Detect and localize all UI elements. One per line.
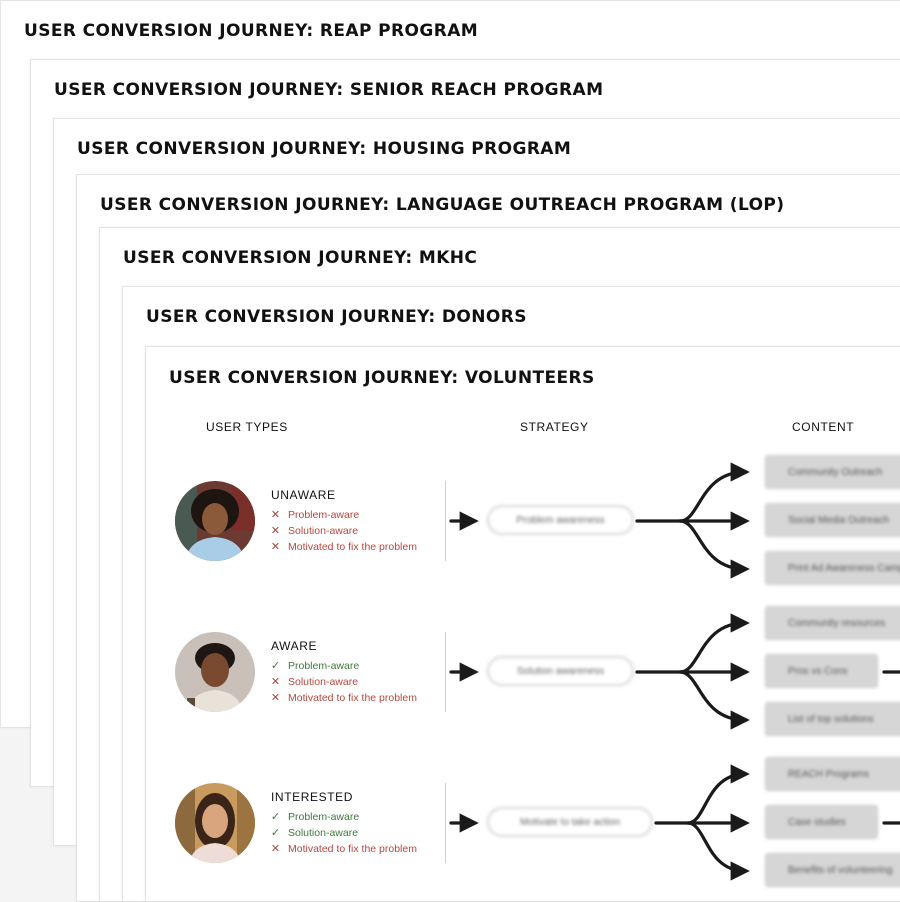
card-title: USER CONVERSION JOURNEY: VOLUNTEERS: [169, 368, 595, 388]
branch-arrow: [678, 462, 750, 523]
avatar-aware: [175, 632, 255, 712]
content-box: List of top solutions: [765, 702, 900, 736]
criterion-item: ✓Problem-aware: [270, 659, 360, 672]
x-icon: ✕: [270, 675, 281, 688]
x-icon: ✕: [270, 524, 281, 537]
branch-arrow: [686, 764, 750, 825]
branch-arrow: [678, 519, 750, 579]
card-title: USER CONVERSION JOURNEY: LANGUAGE OUTREA…: [100, 195, 785, 215]
card-title: USER CONVERSION JOURNEY: MKHC: [123, 248, 478, 268]
check-icon: ✓: [270, 810, 281, 823]
content-box: Print Ad Awareness Campaign: [765, 551, 900, 585]
column-header-strategy: STRATEGY: [520, 420, 589, 434]
branch-arrow: [686, 821, 750, 881]
branch-arrow: [678, 670, 750, 730]
check-icon: ✓: [270, 826, 281, 839]
criterion-item: ✕Motivated to fix the problem: [270, 842, 417, 855]
branch-arrow: [678, 613, 750, 674]
criterion-item: ✕Solution-aware: [270, 675, 359, 688]
x-icon: ✕: [270, 540, 281, 553]
column-header-content: CONTENT: [792, 420, 855, 434]
row-divider: [445, 632, 446, 712]
content-box: Community resources: [765, 606, 900, 640]
row-divider: [445, 481, 446, 561]
criterion-item: ✓Solution-aware: [270, 826, 359, 839]
user-type-label: UNAWARE: [271, 488, 336, 502]
card-title: USER CONVERSION JOURNEY: REAP PROGRAM: [24, 21, 479, 41]
x-icon: ✕: [270, 842, 281, 855]
x-icon: ✕: [270, 508, 281, 521]
check-icon: ✓: [270, 659, 281, 672]
x-icon: ✕: [270, 691, 281, 704]
strategy-pill: Solution awareness: [487, 656, 634, 686]
content-box: Case studies: [765, 805, 878, 839]
content-box: Benefits of volunteering: [765, 853, 900, 887]
content-box: Pros vs Cons: [765, 654, 878, 688]
content-box: REACH Programs: [765, 757, 900, 791]
column-header-user-types: USER TYPES: [206, 420, 288, 434]
card-title: USER CONVERSION JOURNEY: HOUSING PROGRAM: [77, 139, 572, 159]
strategy-pill: Motivate to take action: [487, 807, 653, 837]
row-divider: [445, 783, 446, 863]
user-type-label: INTERESTED: [271, 790, 354, 804]
criterion-item: ✕Solution-aware: [270, 524, 359, 537]
strategy-pill: Problem awareness: [487, 505, 634, 535]
content-box: Community Outreach: [765, 455, 900, 489]
criterion-item: ✕Motivated to fix the problem: [270, 540, 417, 553]
card-title: USER CONVERSION JOURNEY: DONORS: [146, 307, 527, 327]
card-title: USER CONVERSION JOURNEY: SENIOR REACH PR…: [54, 80, 604, 100]
criterion-item: ✕Motivated to fix the problem: [270, 691, 417, 704]
user-type-label: AWARE: [271, 639, 318, 653]
criterion-item: ✓Problem-aware: [270, 810, 360, 823]
criterion-item: ✕Problem-aware: [270, 508, 360, 521]
content-box: Social Media Outreach: [765, 503, 900, 537]
